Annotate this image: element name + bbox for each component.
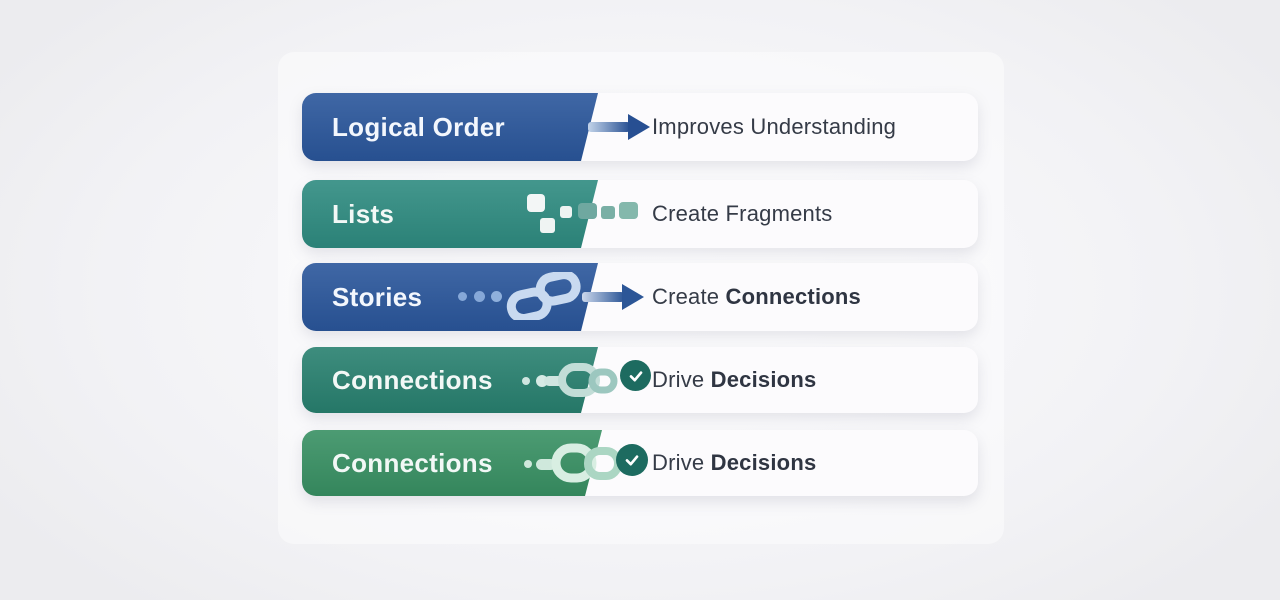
row-connections-green: Connections Drive Decisions (302, 430, 978, 496)
row-connections-teal: Connections Drive Decisions (302, 347, 978, 413)
dot-icon (491, 291, 502, 302)
row-label: Connections (332, 364, 493, 395)
arrow-right-icon (582, 284, 644, 310)
description-bold: Decisions (710, 367, 817, 392)
row-label: Logical Order (332, 111, 505, 142)
row-stories: Stories Create Connections (302, 263, 978, 331)
arrow-right-icon (588, 114, 650, 140)
description-text: Drive (652, 367, 711, 392)
description-text: Drive (652, 450, 711, 475)
chain-link-icon (522, 363, 618, 397)
logical-order-color-bar (302, 93, 598, 161)
row-label: Stories (332, 281, 423, 312)
check-circle-icon (620, 360, 651, 391)
row-logical-order: Logical Order Improves Understanding (302, 93, 978, 161)
row-lists: Lists Create Fragments (302, 180, 978, 248)
row-description: Create Connections (652, 263, 861, 331)
connections-color-bar (302, 430, 602, 496)
description-text: Create Fragments (652, 201, 833, 226)
row-description: Improves Understanding (652, 93, 896, 161)
row-description: Drive Decisions (652, 430, 816, 496)
row-label: Connections (332, 447, 493, 478)
chain-link-icon (506, 272, 581, 320)
row-description: Drive Decisions (652, 347, 816, 413)
chain-link-icon (524, 443, 622, 483)
dot-icon (474, 291, 485, 302)
description-text: Improves Understanding (652, 114, 897, 139)
check-circle-icon (616, 444, 648, 476)
lists-color-bar (302, 180, 598, 248)
description-bold: Decisions (710, 450, 817, 475)
description-text: Create (652, 284, 726, 309)
row-label: Lists (332, 198, 395, 229)
dot-icon (458, 292, 467, 301)
description-bold: Connections (725, 284, 861, 309)
row-description: Create Fragments (652, 180, 833, 248)
